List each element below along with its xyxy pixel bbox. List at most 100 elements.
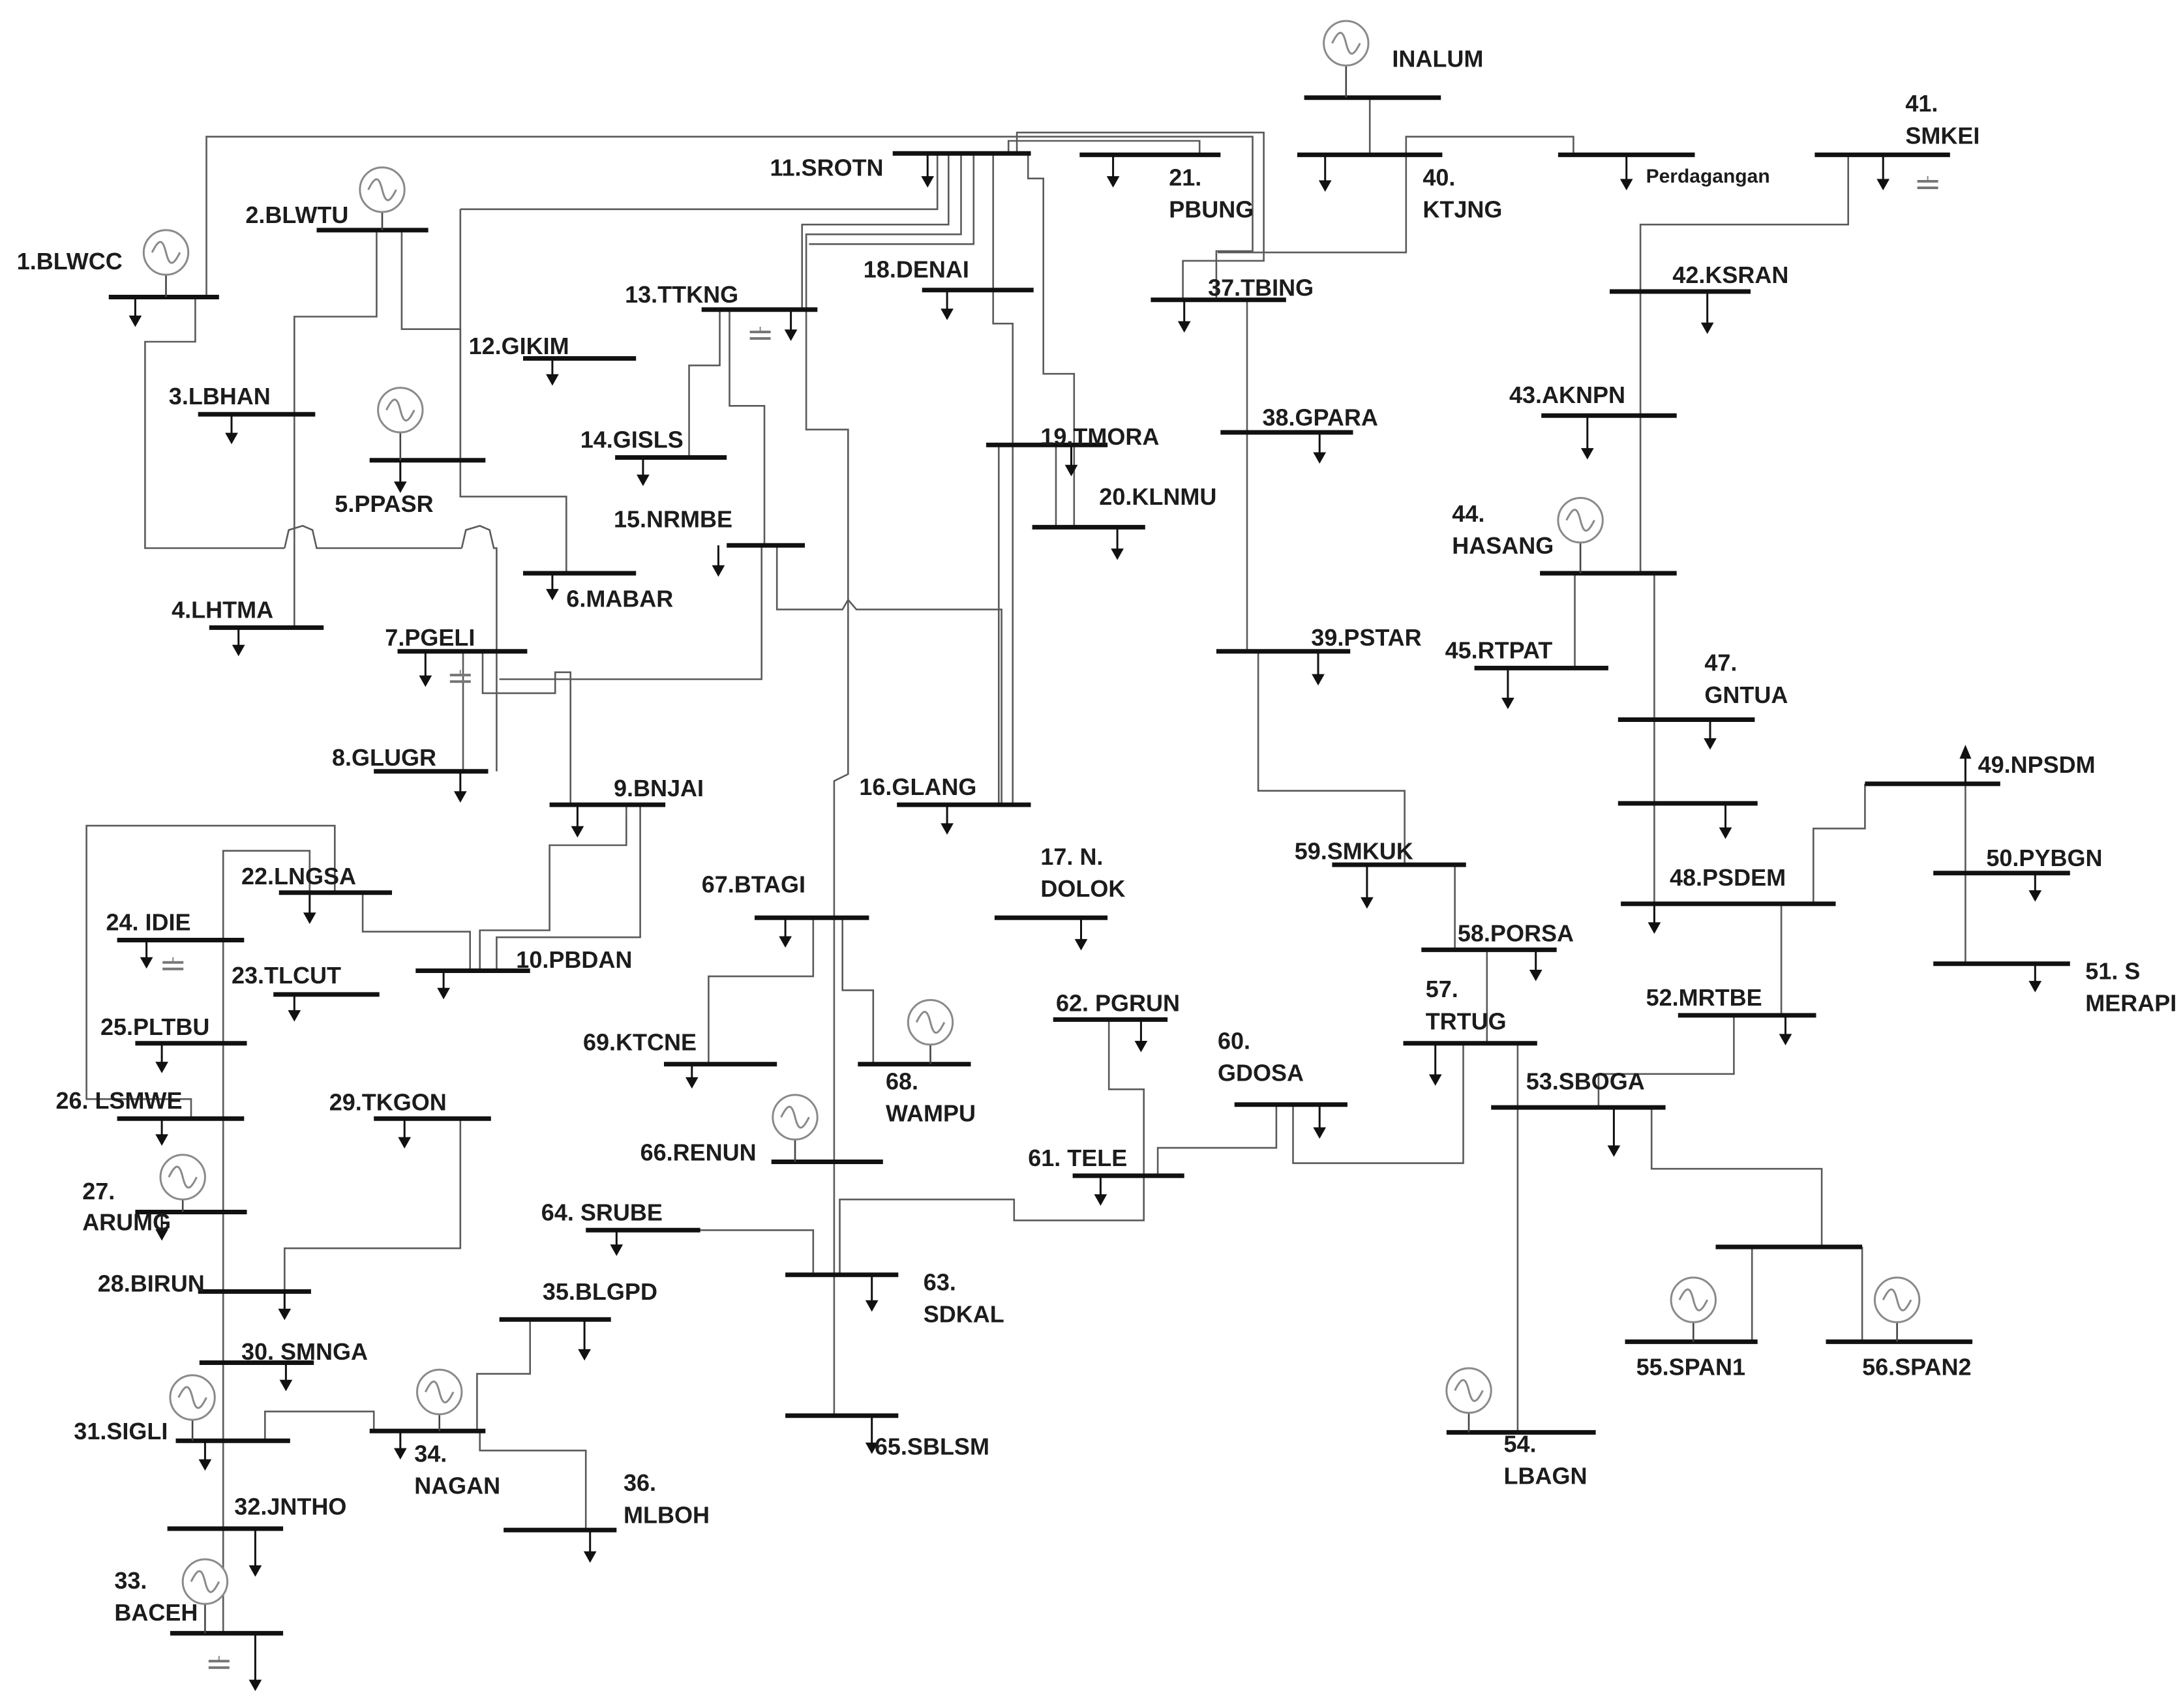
bus-label-b13: 13.TTKNG xyxy=(625,281,738,308)
transmission-lines xyxy=(85,97,1966,1634)
load-arrow-icon xyxy=(1064,445,1078,477)
transmission-line xyxy=(992,153,1014,805)
load-arrow-icon xyxy=(1876,155,1890,190)
transmission-line xyxy=(1813,783,1866,904)
transmission-line xyxy=(708,918,815,1064)
up-arrow-icon xyxy=(1959,745,1972,784)
load-arrow-icon xyxy=(1318,155,1332,192)
transmission-line xyxy=(775,545,1002,805)
capacitor-icon xyxy=(1917,176,1938,189)
bus-label-b63: 63.SDKAL xyxy=(924,1268,1004,1327)
bus-label-b43: 43.AKNPN xyxy=(1509,382,1625,408)
load-arrow-icon xyxy=(393,1431,407,1460)
transmission-line xyxy=(1016,131,1265,300)
bus-label-b30: 30. SMNGA xyxy=(241,1338,368,1365)
load-arrow-icon xyxy=(419,651,432,687)
bus-label-b32: 32.JNTHO xyxy=(234,1493,346,1520)
bus-label-b37: 37.TBING xyxy=(1208,274,1314,301)
load-arrow-icon xyxy=(578,1319,591,1361)
generator-icon xyxy=(416,1368,463,1431)
bus-label-b9: 9.BNJAI xyxy=(614,775,704,802)
bus-label-b48: 48.PSDEM xyxy=(1670,864,1786,891)
load-arrow-icon xyxy=(1580,415,1594,460)
load-arrow-icon xyxy=(865,1415,879,1454)
load-arrow-icon xyxy=(1074,918,1088,951)
bus-label-b58: 58.PORSA xyxy=(1458,920,1574,947)
bus-label-b1: 1.BLWCC xyxy=(17,248,123,275)
load-arrow-icon xyxy=(921,153,935,188)
bus-label-b25: 25.PLTBU xyxy=(100,1013,209,1040)
load-arrow-icon xyxy=(155,1043,168,1073)
generator-icon xyxy=(159,1154,206,1212)
transmission-line xyxy=(361,892,471,971)
transmission-line xyxy=(481,651,571,805)
bus-label-b16: 16.GLANG xyxy=(859,773,976,800)
bus-label-b17: 17. N.DOLOK xyxy=(1040,843,1125,902)
generator-icon xyxy=(377,387,424,460)
load-arrow-icon xyxy=(1719,803,1732,839)
load-arrow-icon xyxy=(155,1212,168,1241)
transmission-line xyxy=(499,545,762,680)
load-arrow-icon xyxy=(1106,155,1120,188)
transmission-line xyxy=(460,524,498,772)
bus-label-b45: 45.RTPAT xyxy=(1445,637,1553,663)
transmission-line xyxy=(839,1175,1145,1275)
bus-labels: 1.BLWCC2.BLWTU3.LBHAN4.LHTMA5.PPASR6.MAB… xyxy=(17,46,2177,1626)
bus-label-b67: 67.BTAGI xyxy=(702,871,805,898)
bus-label-b10: 10.PBDAN xyxy=(516,946,632,973)
transmission-line xyxy=(1027,153,1076,528)
bus-label-b69: 69.KTCNE xyxy=(583,1028,697,1055)
bus-label-b52: 52.MRTBE xyxy=(1646,984,1762,1011)
load-arrow-icon xyxy=(941,805,954,835)
generator-icon xyxy=(1323,20,1370,98)
bus-label-b36: 36.MLBOH xyxy=(624,1469,710,1528)
bus-label-inalum: INALUM xyxy=(1392,46,1483,72)
bus-label-b49: 49.NPSDM xyxy=(1978,751,2096,778)
generator-icon xyxy=(1670,1276,1717,1342)
load-arrow-icon xyxy=(2028,963,2042,993)
load-arrow-icon xyxy=(637,457,650,487)
transmission-line xyxy=(1007,140,1201,155)
load-arrow-icon xyxy=(546,573,559,601)
load-arrow-icon xyxy=(1094,1175,1107,1206)
load-arrow-icon xyxy=(1312,651,1325,686)
load-arrow-icon xyxy=(1313,1104,1327,1139)
transmission-line xyxy=(639,1229,815,1275)
transmission-line xyxy=(294,230,378,415)
transmission-line xyxy=(222,850,311,1634)
transmission-line xyxy=(1650,1107,1823,1247)
bus-label-b53: 53.SBOGA xyxy=(1526,1068,1645,1094)
generator-icon xyxy=(1873,1276,1921,1342)
transmission-line xyxy=(479,805,627,971)
transmission-line xyxy=(144,297,285,549)
transmission-line xyxy=(460,153,939,211)
bus-label-b26: 26. LSMWE xyxy=(56,1087,183,1114)
load-arrow-icon xyxy=(303,892,316,924)
load-arrow-icon xyxy=(1111,527,1124,560)
load-arrow-icon xyxy=(546,358,559,386)
transmission-line xyxy=(284,1118,462,1292)
load-arrow-icon xyxy=(784,309,798,341)
bus-label-b62: 62. PGRUN xyxy=(1056,990,1180,1017)
bus-label-perdagangan: Perdagangan xyxy=(1646,166,1770,187)
transmission-line xyxy=(496,805,641,971)
transmission-line xyxy=(1597,1015,1735,1108)
generator-icon xyxy=(142,229,190,297)
load-arrow-icon xyxy=(712,545,725,577)
bus-label-b57: 57.TRTUG xyxy=(1426,976,1507,1034)
transmission-line xyxy=(688,309,721,458)
bus-label-b54: 54.LBAGN xyxy=(1504,1430,1588,1489)
load-arrow-icon xyxy=(1134,1019,1148,1053)
bus-label-b65: 65.SBLSM xyxy=(875,1433,989,1460)
bus-label-b3: 3.LBHAN xyxy=(169,383,271,410)
bus-label-b5: 5.PPASR xyxy=(335,490,433,517)
load-arrow-icon xyxy=(2028,873,2042,902)
load-arrow-icon xyxy=(278,1291,292,1321)
transmission-line xyxy=(284,524,462,549)
bus-label-b23: 23.TLCUT xyxy=(232,962,341,989)
load-arrow-icon xyxy=(140,940,153,969)
load-arrow-icon xyxy=(453,771,467,803)
generator-icon xyxy=(181,1558,229,1634)
bus-label-b12: 12.GIKIM xyxy=(469,333,569,359)
